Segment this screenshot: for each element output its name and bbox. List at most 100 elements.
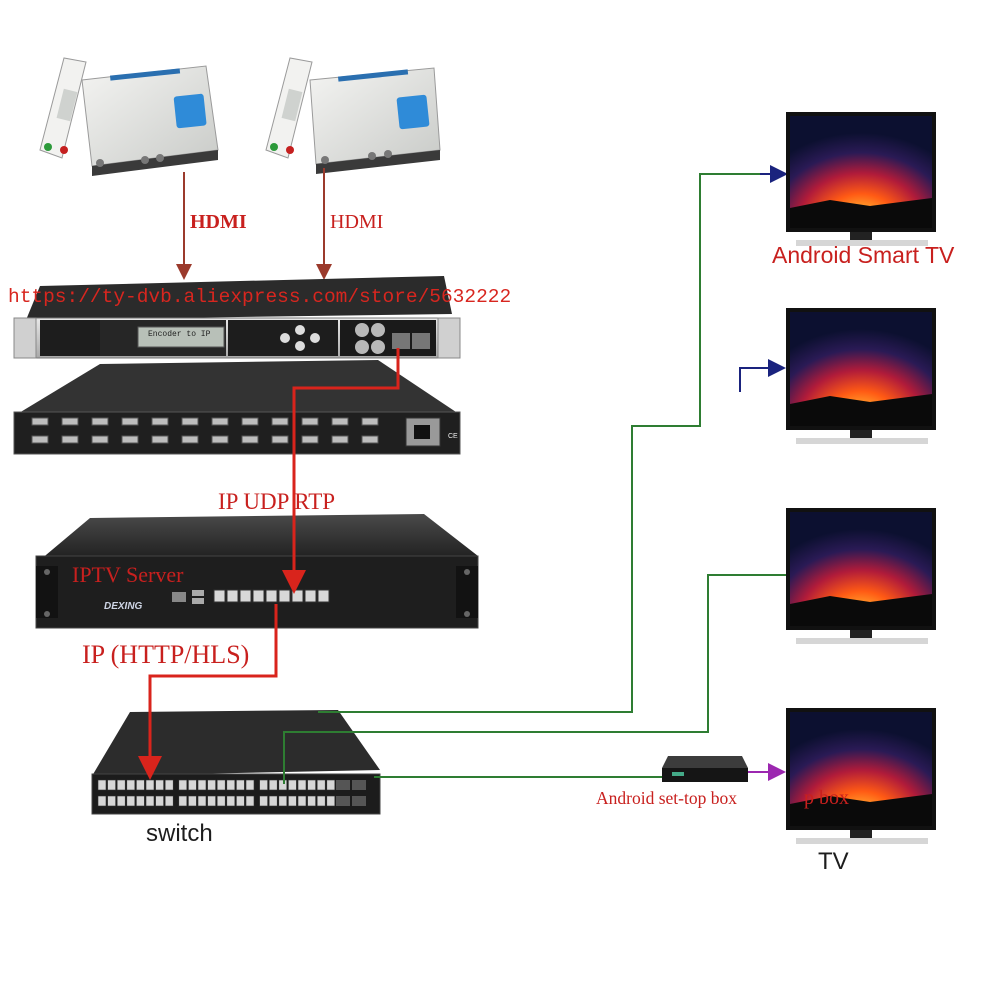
switch-port-icon (126, 779, 136, 791)
tv-monitor-icon (786, 308, 936, 444)
switch-port-icon (268, 795, 278, 807)
switch-port-icon (259, 779, 268, 791)
satellite-receiver-right (265, 57, 441, 174)
switch-port-icon (126, 795, 136, 807)
network-switch-icon (91, 710, 381, 815)
switch-port-icon (145, 795, 155, 807)
hdmi-port-icon (301, 417, 319, 426)
hdmi-port-icon (211, 435, 229, 444)
ethernet-port-icon (213, 589, 226, 603)
hdmi-port-icon (181, 435, 199, 444)
switch-port-icon (297, 795, 307, 807)
switch-port-icon (116, 795, 126, 807)
tv-label: TV (818, 848, 849, 875)
rack-encoder-rear: CE (13, 360, 461, 455)
hdmi-port-icon (91, 435, 109, 444)
hdmi-port-icon (31, 435, 49, 444)
switch-port-icon (226, 779, 236, 791)
hdmi-port-icon (271, 417, 289, 426)
hdmi-port-icon (151, 435, 169, 444)
remote-control-icon (39, 57, 87, 159)
ethernet-port-icon (278, 589, 291, 603)
switch-port-icon (278, 779, 288, 791)
store-url-watermark: https://ty-dvb.aliexpress.com/store/5632… (8, 286, 512, 308)
hdmi-port-icon (331, 435, 349, 444)
switch-port-icon (307, 795, 316, 807)
android-smart-tv-label: Android Smart TV (772, 242, 955, 268)
android-stb-label: Android set-top box (596, 788, 737, 808)
ip-udp-rtp-cable (282, 348, 400, 594)
ethernet-port-icon (265, 589, 278, 603)
switch-port-icon (164, 795, 174, 807)
switch-port-icon (188, 779, 197, 791)
encoder-display-text: Encoder to IP (148, 330, 211, 339)
switch-port-icon (107, 779, 116, 791)
switch-port-icon (97, 795, 107, 807)
server-brand-logo: DEXING (104, 601, 143, 612)
switch-port-icon (178, 795, 188, 807)
tv-monitor-4 (786, 708, 936, 844)
switch-port-icon (155, 779, 164, 791)
hdmi-label-left: HDMI (190, 211, 247, 233)
hdmi-port-icon (121, 435, 139, 444)
ip-udp-rtp-label: IP UDP RTP (218, 489, 336, 514)
switch-port-icon (278, 795, 288, 807)
switch-port-icon (207, 795, 216, 807)
switch-port-icon (245, 795, 255, 807)
rack-encoder-icon (13, 276, 461, 359)
switch-port-icon (155, 795, 164, 807)
switch-port-icon (226, 795, 236, 807)
switch-port-icon (316, 779, 326, 791)
ethernet-port-icon (226, 589, 239, 603)
switch-port-icon (116, 779, 126, 791)
switch-port-icon (216, 795, 226, 807)
green-cable-tv1 (318, 173, 780, 713)
hdmi-port-icon (91, 417, 109, 426)
switch-port-icon (268, 779, 278, 791)
switch-port-icon (136, 795, 145, 807)
ethernet-port-icon (239, 589, 252, 603)
hdmi-port-icon (361, 417, 379, 426)
tv-monitor-icon (786, 708, 936, 844)
hdmi-port-icon (241, 435, 259, 444)
android-stb-label-overlap: p box (804, 787, 849, 809)
tv-monitor-2 (786, 308, 936, 444)
iptv-server-icon (35, 514, 479, 629)
satellite-receiver-icon (81, 65, 219, 176)
ip-http-hls-label: IP (HTTP/HLS) (82, 640, 250, 669)
hdmi-port-icon (361, 435, 379, 444)
ethernet-port-icon (291, 589, 304, 603)
hdmi-port-icon (151, 417, 169, 426)
hdmi-port-icon (211, 417, 229, 426)
blue-arrow-tv2 (739, 359, 786, 392)
switch-port-icon (326, 779, 336, 791)
switch-port-icon (207, 779, 216, 791)
tv-monitor-3 (786, 508, 936, 644)
hdmi-port-icon (31, 417, 49, 426)
switch-port-icon (178, 779, 188, 791)
switch-port-icon (97, 779, 107, 791)
switch-port-icon (197, 779, 207, 791)
hdmi-label-right: HDMI (330, 211, 384, 233)
switch-port-icon (288, 779, 297, 791)
switch-port-icon (188, 795, 197, 807)
switch-port-icon (236, 779, 245, 791)
switch-port-icon (316, 795, 326, 807)
remote-control-icon (265, 57, 313, 159)
switch-port-icon (297, 779, 307, 791)
switch-port-icon (326, 795, 336, 807)
hdmi-port-icon (181, 417, 199, 426)
switch-port-icon (307, 779, 316, 791)
iptv-server-label: IPTV Server (72, 562, 184, 587)
switch-port-icon (197, 795, 207, 807)
switch-label: switch (146, 820, 213, 847)
hdmi-port-icon (61, 435, 79, 444)
switch-port-icon (136, 779, 145, 791)
switch-port-icon (236, 795, 245, 807)
ip-http-hls-cable (138, 604, 278, 780)
tv-monitor-icon (786, 112, 936, 246)
hdmi-port-icon (121, 417, 139, 426)
svg-text:CE: CE (448, 433, 458, 440)
green-cable-tv3 (283, 574, 790, 784)
